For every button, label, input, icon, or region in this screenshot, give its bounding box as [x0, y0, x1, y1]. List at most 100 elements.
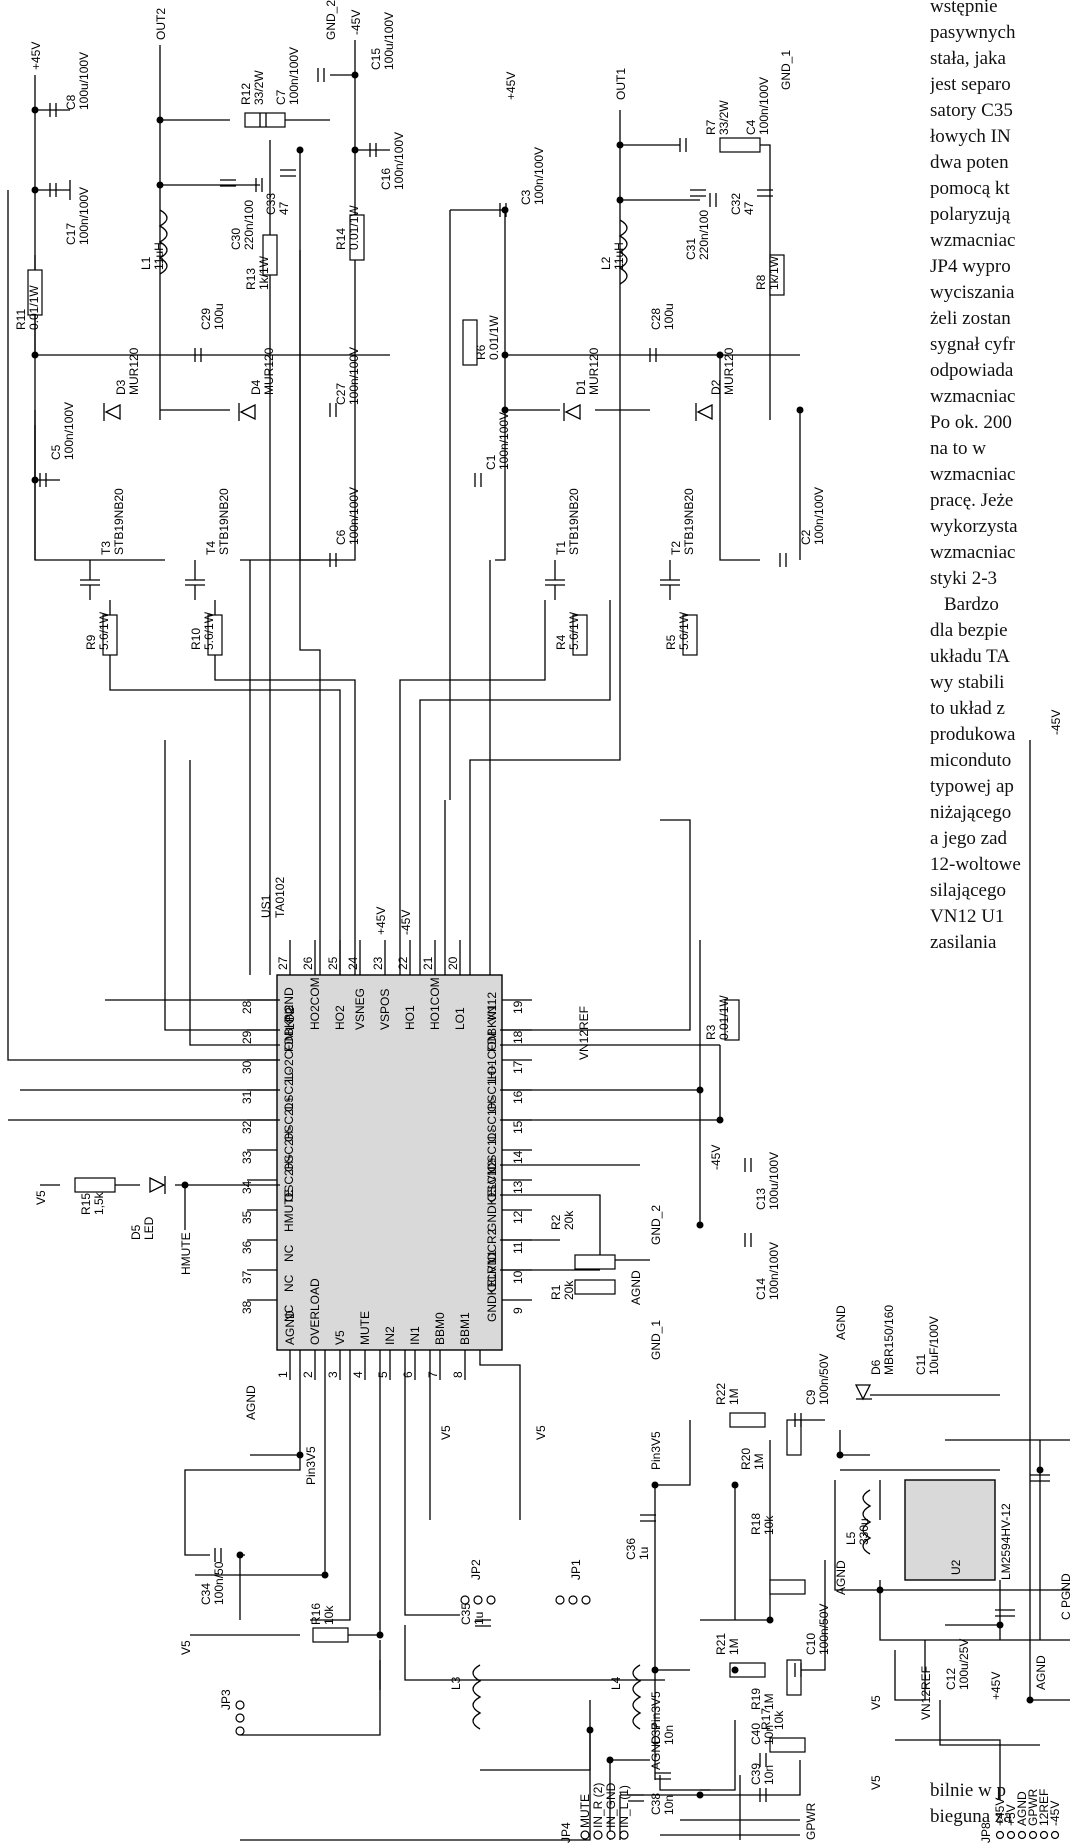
- junction-dot: [586, 1726, 594, 1734]
- text-line: JP4 wypro: [930, 256, 1011, 277]
- ic-pin-number: 20: [446, 956, 460, 970]
- component-ref: C15: [369, 48, 383, 70]
- component-ref: C39: [749, 1763, 763, 1785]
- net-p45-d: +45V: [989, 1672, 1003, 1700]
- component-value: 10n: [762, 1765, 776, 1785]
- component-ref: C10: [804, 1633, 818, 1655]
- component-ref: C38: [649, 1793, 663, 1815]
- net-agnd-d: AGND: [834, 1560, 848, 1595]
- ic-pin-number: 19: [511, 1000, 525, 1014]
- component-ref: T3: [99, 541, 113, 555]
- jp8-pin-label: -45V: [1048, 1801, 1062, 1826]
- component-ref: R5: [664, 634, 678, 650]
- junction-dot: [766, 1616, 774, 1624]
- text-line: zasilania: [930, 932, 997, 953]
- net-v5-a: V5: [34, 1190, 48, 1205]
- ic-pin-number: 25: [326, 956, 340, 970]
- ic-pin-number: 11: [511, 1241, 525, 1254]
- net-v5-e: V5: [869, 1695, 883, 1710]
- component-ref: T1: [554, 541, 568, 555]
- ic-pin-number: 34: [240, 1180, 254, 1194]
- component-value: 1k/1W: [257, 255, 271, 290]
- text-line: to układ z: [930, 698, 1005, 719]
- junction-dot: [501, 351, 509, 359]
- ic-pin-number: 27: [276, 956, 290, 970]
- junction-dot: [501, 406, 509, 414]
- component-ref: L3: [449, 1676, 463, 1690]
- net-v5-d: V5: [534, 1425, 548, 1440]
- junction-dot: [31, 106, 39, 114]
- ic-pin-name: HO2: [333, 1005, 347, 1030]
- component-value: 100n/100V: [62, 402, 76, 460]
- component-ref: C33: [264, 193, 278, 215]
- component-value: 20k: [562, 1280, 576, 1300]
- jp1-label: JP1: [569, 1559, 583, 1580]
- ic-pin-number: 16: [511, 1090, 525, 1104]
- text-line: wykorzysta: [930, 516, 1018, 537]
- component-value: 220n/100: [697, 210, 711, 260]
- net-pin3v5-a: Pin3V5: [304, 1446, 318, 1485]
- ic-pin-name: LO2COM: [282, 1031, 296, 1082]
- component-value: 100n/50: [212, 1561, 226, 1605]
- ic-pin-name: HO1COM: [428, 977, 442, 1030]
- component-ref: R21: [714, 1633, 728, 1655]
- text-line: 12-woltowe: [930, 854, 1021, 875]
- net-vn12ref-a: VN12REF: [577, 1006, 591, 1060]
- ic-pin-name: VSNEG: [353, 988, 367, 1030]
- component-ref: D2: [709, 379, 723, 395]
- component-ref: C14: [754, 1278, 768, 1300]
- component-value: 100n/100V: [77, 187, 91, 245]
- jp8-pin-label: GPWR: [1026, 1788, 1040, 1826]
- component-ref: L2: [599, 256, 613, 270]
- text-line: żeli zostan: [930, 308, 1011, 329]
- component-value: MUR120: [262, 347, 276, 395]
- net-labels: +45V OUT2 -45V GND_2 +45V OUT1 GND_1 +45…: [29, 0, 1070, 1840]
- ic-pin-name: OSC1L-: [485, 1129, 499, 1172]
- component-value: 33/2W: [252, 70, 266, 105]
- ic-pin-name: OSC2L-: [282, 1069, 296, 1112]
- net-agnd-f: AGND: [1034, 1655, 1048, 1690]
- text-line: a jego zad: [930, 828, 1008, 849]
- component-value: 100n/100V: [757, 77, 771, 135]
- component-value: MBR150/160: [882, 1305, 896, 1375]
- ic-pin-number: 33: [240, 1150, 254, 1164]
- ic-pin-name: LO1: [453, 1007, 467, 1030]
- text-line: pomocą kt: [930, 178, 1010, 199]
- net-vn12ref-b: VN12REF: [919, 1666, 933, 1720]
- component-ref: C30: [229, 228, 243, 250]
- ic-pin-name: FDBKN1: [485, 1004, 499, 1052]
- jp4-pin-label: IN_L (1): [617, 1785, 631, 1828]
- ic-pin-number: 1: [276, 1371, 290, 1378]
- net-n45-c: -45V: [709, 1145, 723, 1170]
- net-out1: OUT1: [614, 68, 628, 100]
- ic-pin-number: 14: [511, 1150, 525, 1164]
- ic-pin-name: LO1COM: [485, 1031, 499, 1082]
- component-ref: C34: [199, 1583, 213, 1605]
- component-value: 10k: [772, 1710, 786, 1730]
- ic-pin-number: 38: [240, 1300, 254, 1314]
- junction-dot: [696, 1221, 704, 1229]
- ic-pin-number: 28: [240, 1000, 254, 1014]
- component-value: 1M: [762, 1693, 776, 1710]
- component-ref: D3: [114, 379, 128, 395]
- component-ref: R12: [239, 83, 253, 105]
- component-ref: C37: [649, 1723, 663, 1745]
- ic-pin-name: BBM0: [433, 1312, 447, 1345]
- component-ref: C1: [484, 454, 498, 470]
- net-v5-b: V5: [179, 1640, 193, 1655]
- component-value: 0.01/1W: [347, 205, 361, 250]
- ic-pin-number: 9: [511, 1307, 525, 1314]
- net-p45-b: +45V: [504, 72, 518, 100]
- junction-dot: [501, 206, 509, 214]
- component-ref: R9: [84, 634, 98, 650]
- component-ref: C32: [729, 193, 743, 215]
- component-value: 20k: [562, 1210, 576, 1230]
- net-hmute: HMUTE: [179, 1232, 193, 1275]
- ic-pin-name: IN2: [383, 1326, 397, 1345]
- text-line: produkowa: [930, 724, 1016, 745]
- ic-pin-number: 17: [511, 1060, 525, 1074]
- component-value: 0.01/1W: [27, 285, 41, 330]
- junction-dot: [731, 1666, 739, 1674]
